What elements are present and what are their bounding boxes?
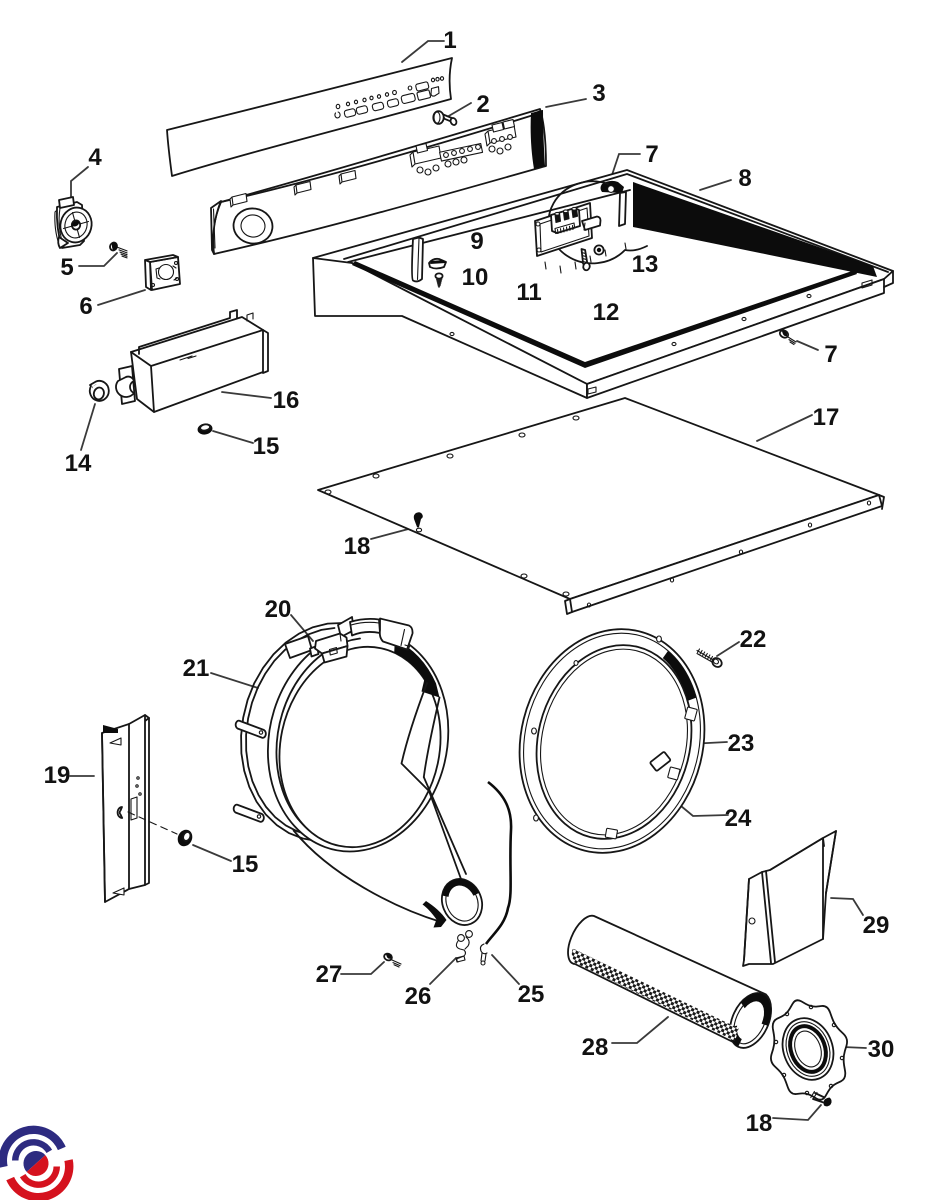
svg-text:4: 4: [88, 144, 102, 171]
svg-text:28: 28: [582, 1034, 609, 1061]
svg-text:23: 23: [728, 730, 755, 757]
svg-text:16: 16: [273, 387, 300, 414]
svg-text:24: 24: [725, 805, 752, 832]
svg-text:1: 1: [443, 27, 456, 54]
svg-text:15: 15: [232, 851, 259, 878]
svg-text:18: 18: [344, 533, 371, 560]
svg-text:25: 25: [518, 981, 545, 1008]
svg-text:12: 12: [593, 299, 620, 326]
svg-text:8: 8: [738, 165, 751, 192]
svg-text:3: 3: [592, 80, 605, 107]
svg-text:18: 18: [746, 1110, 773, 1137]
svg-text:6: 6: [79, 293, 92, 320]
svg-text:7: 7: [824, 341, 837, 368]
svg-text:5: 5: [60, 254, 73, 281]
svg-text:7: 7: [645, 141, 658, 168]
svg-text:2: 2: [476, 91, 489, 118]
svg-text:30: 30: [868, 1036, 895, 1063]
svg-text:20: 20: [265, 596, 292, 623]
svg-text:22: 22: [740, 626, 767, 653]
svg-text:10: 10: [462, 264, 489, 291]
svg-text:19: 19: [44, 762, 71, 789]
svg-text:21: 21: [183, 655, 210, 682]
svg-text:17: 17: [813, 404, 840, 431]
svg-text:13: 13: [632, 251, 659, 278]
svg-text:15: 15: [253, 433, 280, 460]
svg-text:11: 11: [516, 279, 541, 306]
svg-text:14: 14: [65, 450, 92, 477]
svg-text:29: 29: [863, 912, 890, 939]
svg-text:9: 9: [470, 228, 483, 255]
svg-text:26: 26: [405, 983, 432, 1010]
svg-text:27: 27: [316, 961, 343, 988]
